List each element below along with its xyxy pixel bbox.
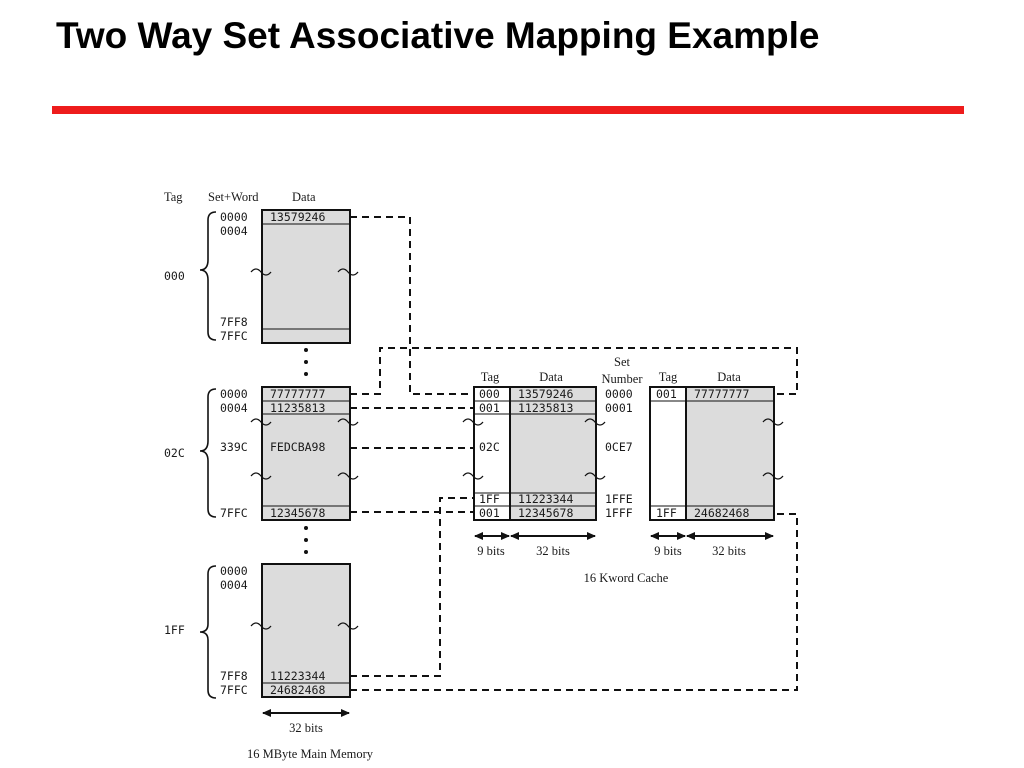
- mm-addr: 7FFC: [220, 329, 248, 343]
- cache-data: 24682468: [694, 506, 749, 520]
- mm-addr: 0004: [220, 401, 248, 415]
- mm-width-label: 32 bits: [289, 721, 323, 735]
- cache-way1: 000 001 02C 1FF 001 13579246 11235813 11…: [462, 386, 606, 521]
- cache-way2-data-column: [685, 386, 775, 521]
- mm-caption: 16 MByte Main Memory: [247, 747, 374, 761]
- mm-block-000: 0000 0004 7FF8 7FFC 13579246 000: [164, 209, 359, 344]
- brace-icon: [199, 211, 217, 341]
- cache-way1-header-data: Data: [539, 370, 563, 384]
- cache-way1-header-tag: Tag: [481, 370, 500, 384]
- mm-header-setword: Set+Word: [208, 190, 259, 204]
- mm-block-box: [261, 563, 351, 698]
- cache-tag: 02C: [479, 440, 500, 454]
- mm-data: 11223344: [270, 669, 325, 683]
- cache-data: 11223344: [518, 492, 573, 506]
- set-number: 1FFF: [605, 506, 633, 520]
- cache-header-number: Number: [602, 372, 644, 386]
- brace-icon: [199, 388, 217, 518]
- cache-data: 13579246: [518, 387, 573, 401]
- way2-tag-bits: 9 bits: [654, 544, 682, 558]
- cache-tag: 001: [479, 506, 500, 520]
- cache-way2-header-data: Data: [717, 370, 741, 384]
- cache-way1-tag-column: [473, 386, 511, 521]
- mm-data: 13579246: [270, 210, 325, 224]
- cache-data: 11235813: [518, 401, 573, 415]
- way1-data-bits: 32 bits: [536, 544, 570, 558]
- cache-way1-data-column: [509, 386, 597, 521]
- way2-data-bits: 32 bits: [712, 544, 746, 558]
- cache-tag: 001: [479, 401, 500, 415]
- set-number: 0000: [605, 387, 633, 401]
- mm-addr: 0000: [220, 387, 248, 401]
- mm-addr: 0004: [220, 224, 248, 238]
- mm-addr: 0000: [220, 210, 248, 224]
- cache-tag: 001: [656, 387, 677, 401]
- cache-tag: 1FF: [479, 492, 500, 506]
- mm-data: 24682468: [270, 683, 325, 697]
- cache-data: 12345678: [518, 506, 573, 520]
- cache-tag: 000: [479, 387, 500, 401]
- way1-tag-bits: 9 bits: [477, 544, 505, 558]
- mm-data: FEDCBA98: [270, 440, 325, 454]
- mm-addr: 7FF8: [220, 669, 248, 683]
- mm-addr: 0004: [220, 578, 248, 592]
- cache-way2-header-tag: Tag: [659, 370, 678, 384]
- mm-tag: 000: [164, 269, 185, 283]
- mm-block-box: [261, 209, 351, 344]
- mm-addr: 7FF8: [220, 315, 248, 329]
- cache-header-set: Set: [614, 355, 631, 369]
- cache-way2: 001 1FF 77777777 24682468: [649, 386, 784, 521]
- mm-tag: 1FF: [164, 623, 185, 637]
- mm-header-data: Data: [292, 190, 316, 204]
- mm-block-02c: 0000 0004 339C 7FFC 77777777 11235813 FE…: [164, 386, 359, 521]
- mapping-lines: [350, 216, 798, 691]
- set-number: 0001: [605, 401, 633, 415]
- cache-caption: 16 Kword Cache: [584, 571, 669, 585]
- mm-addr: 0000: [220, 564, 248, 578]
- brace-icon: [199, 565, 217, 699]
- mm-header-tag: Tag: [164, 190, 183, 204]
- mm-addr: 7FFC: [220, 506, 248, 520]
- mm-addr: 339C: [220, 440, 248, 454]
- set-number: 1FFE: [605, 492, 633, 506]
- mm-data: 11235813: [270, 401, 325, 415]
- mm-tag: 02C: [164, 446, 185, 460]
- set-number: 0CE7: [605, 440, 633, 454]
- mm-data: 77777777: [270, 387, 325, 401]
- title-underline: [52, 106, 964, 114]
- mm-data: 12345678: [270, 506, 325, 520]
- mm-block-box: [261, 386, 351, 521]
- cache-data: 77777777: [694, 387, 749, 401]
- mm-addr: 7FFC: [220, 683, 248, 697]
- cache-tag: 1FF: [656, 506, 677, 520]
- cache-way2-tag-column: [649, 386, 687, 521]
- slide-title: Two Way Set Associative Mapping Example: [56, 15, 820, 56]
- mm-block-1ff: 0000 0004 7FF8 7FFC 11223344 24682468 1F…: [164, 563, 359, 699]
